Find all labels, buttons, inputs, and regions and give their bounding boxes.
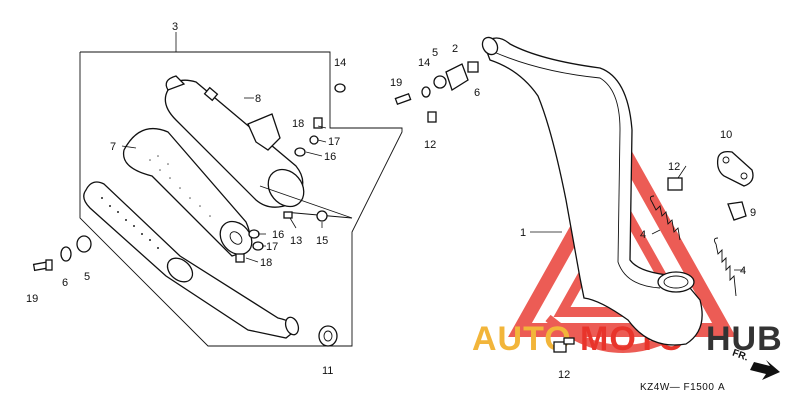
callout-15: 15 xyxy=(316,235,328,247)
part-1-exhaust-pipe xyxy=(481,36,703,346)
callout-labels: 3 8 7 14 18 17 16 16 17 18 13 15 19 6 5 … xyxy=(26,21,756,381)
callout-14b: 14 xyxy=(418,57,430,69)
callout-14a: 14 xyxy=(334,57,346,69)
callout-10: 10 xyxy=(720,129,732,141)
part-10-gasket xyxy=(716,150,754,187)
callout-4a: 4 xyxy=(640,229,646,241)
callout-16a: 16 xyxy=(324,151,336,163)
callout-12c: 12 xyxy=(558,369,570,381)
callout-9: 9 xyxy=(750,207,756,219)
leader-lines xyxy=(121,97,744,271)
part-7-heat-shield xyxy=(122,127,253,257)
front-direction-label: FR. xyxy=(731,348,750,364)
part-4-springs xyxy=(649,195,737,297)
part-9-clip xyxy=(727,201,747,221)
fasteners-top xyxy=(334,61,479,123)
diagram-code-text: KZ4W— F1500 xyxy=(640,382,714,393)
callout-8: 8 xyxy=(255,93,261,105)
callout-5a: 5 xyxy=(84,271,90,283)
diagram-code: KZ4W— F1500 A xyxy=(640,382,725,393)
assembly-outline-3 xyxy=(79,32,403,347)
callout-12a: 12 xyxy=(424,139,436,151)
fastener-bottom-12 xyxy=(553,337,575,353)
diagram-code-suffix: A xyxy=(718,382,725,393)
callout-18b: 18 xyxy=(260,257,272,269)
callout-19b: 19 xyxy=(390,77,402,89)
callout-6a: 6 xyxy=(62,277,68,289)
callout-12b: 12 xyxy=(668,161,680,173)
callout-11: 11 xyxy=(322,365,333,377)
front-direction-indicator: FR. xyxy=(731,348,780,380)
inner-perforated-pipe xyxy=(83,181,300,339)
callout-18a: 18 xyxy=(292,118,304,130)
callout-13: 13 xyxy=(290,235,302,247)
front-arrow-icon xyxy=(750,360,780,380)
callout-7: 7 xyxy=(110,141,116,153)
part-11-grommet xyxy=(318,325,338,347)
fasteners-muffler xyxy=(235,117,328,263)
part-8-muffler xyxy=(164,75,353,219)
callout-17a: 17 xyxy=(328,136,340,148)
callout-16b: 16 xyxy=(272,229,284,241)
callout-1: 1 xyxy=(520,227,526,239)
callout-3: 3 xyxy=(172,21,178,33)
callout-2: 2 xyxy=(452,43,458,55)
callout-4b: 4 xyxy=(740,265,746,277)
fasteners-left xyxy=(32,235,92,272)
callout-6b: 6 xyxy=(474,87,480,99)
callout-19a: 19 xyxy=(26,293,38,305)
callout-17b: 17 xyxy=(266,241,278,253)
callout-5b: 5 xyxy=(432,47,438,59)
watermark-brand-part3: HUB xyxy=(706,320,783,358)
